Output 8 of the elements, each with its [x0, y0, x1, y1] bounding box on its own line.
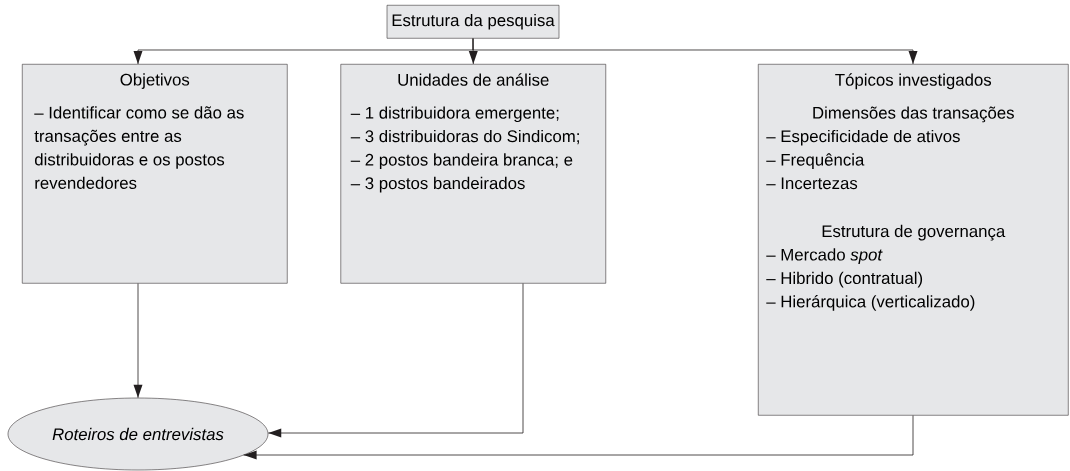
arrow	[267, 283, 524, 438]
arrow	[133, 283, 143, 399]
arrow	[472, 38, 918, 65]
process-box: Tópicos investigados Dimensões das transações – Especificidade de ativos – Frequência – Incertezas Estrutura de governança – Mercado spot – Hibrido (contratual) – Hierárquica (verticalizado)	[758, 64, 1069, 416]
process-box: Objetivos – Identificar como se dão as transações entre as distribuidoras e os postos revendedores	[22, 64, 288, 284]
process-box: Unidades de análise – 1 distribuidora emergente; – 3 distribuidoras do Sindicom; – 2 postos bandeira branca; e – 3 postos bandeirados	[340, 64, 607, 284]
title-box: Estrutura da pesquisa	[386, 5, 560, 39]
arrow	[243, 415, 914, 460]
